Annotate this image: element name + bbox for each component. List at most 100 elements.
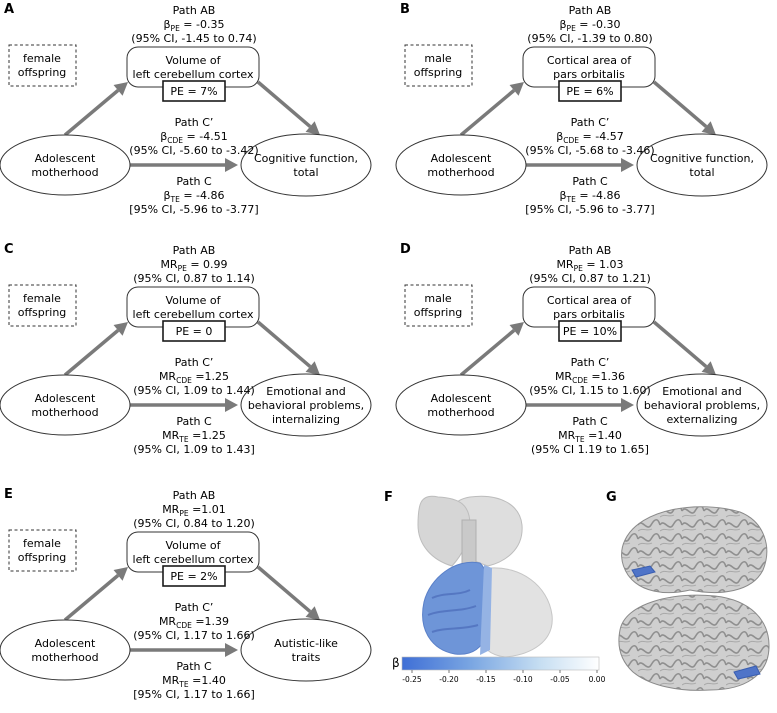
path-ab-title: Path AB: [173, 244, 216, 257]
mediator-label-line: left cerebellum cortex: [133, 68, 254, 81]
path-c-coefficient: MRTE =1.25: [162, 429, 226, 444]
offspring-label-line: offspring: [18, 306, 67, 319]
path-c-prime-title: Path C’: [175, 356, 214, 369]
arrow-c: [130, 158, 238, 172]
offspring-label-line: offspring: [18, 551, 67, 564]
exposure-ellipse: [0, 619, 131, 681]
offspring-label-line: female: [23, 537, 61, 550]
arrow-a: [63, 567, 128, 622]
path-c-prime-title: Path C’: [175, 116, 214, 129]
path-c-prime-coefficient: MRCDE =1.25: [159, 370, 229, 385]
mediator-label-line: Volume of: [165, 294, 221, 307]
arrow-b: [652, 320, 716, 375]
panel-label: F: [384, 490, 393, 505]
exposure-ellipse: [395, 134, 527, 196]
exposure-ellipse: [0, 134, 131, 196]
cerebellum-rendering: [417, 495, 553, 658]
mediator-label-line: Cortical area of: [547, 294, 632, 307]
path-c-title: Path C: [176, 660, 212, 673]
pe-box: [162, 80, 226, 102]
exposure-label-line: motherhood: [427, 406, 494, 419]
outcome-label-line: traits: [292, 651, 321, 664]
path-ab-title: Path AB: [173, 4, 216, 17]
path-c-prime-title: Path C’: [175, 601, 214, 614]
path-ab-ci: (95% CI, -1.39 to 0.80): [527, 32, 652, 45]
path-c-prime-ci: (95% CI, -5.60 to -3.42): [129, 144, 258, 157]
path-ab-title: Path AB: [173, 489, 216, 502]
path-c-ci: [95% CI, 1.17 to 1.66]: [133, 688, 254, 701]
colorbar-tick-label: -0.05: [550, 675, 570, 684]
pe-box: [558, 80, 622, 102]
colorbar-tick-label: -0.15: [476, 675, 496, 684]
exposure-label-line: Adolescent: [35, 637, 96, 650]
mediator-label-line: left cerebellum cortex: [133, 553, 254, 566]
path-ab-ci: (95% CI, 0.87 to 1.14): [133, 272, 254, 285]
arrow-c: [130, 398, 238, 412]
path-ab-ci: (95% CI, 0.84 to 1.20): [133, 517, 254, 530]
mediator-label-line: pars orbitalis: [553, 68, 625, 81]
mediator-label-line: Volume of: [165, 539, 221, 552]
path-ab-ci: (95% CI, 0.87 to 1.21): [529, 272, 650, 285]
path-ab-title: Path AB: [569, 244, 612, 257]
arrow-b: [256, 565, 320, 620]
outcome-ellipse: [240, 133, 372, 197]
panel-label: C: [4, 242, 14, 257]
arrow-c: [526, 398, 634, 412]
exposure-label-line: Adolescent: [431, 152, 492, 165]
path-c-prime-coefficient: MRCDE =1.36: [555, 370, 625, 385]
path-c-prime-coefficient: βCDE = -4.51: [160, 130, 227, 145]
outcome-ellipse: [240, 373, 372, 437]
offspring-box: [8, 44, 77, 87]
offspring-label-line: male: [424, 292, 452, 305]
pe-label: PE = 2%: [170, 570, 217, 583]
outcome-label-line: internalizing: [272, 413, 340, 426]
outcome-label-line: Cognitive function,: [650, 152, 754, 165]
offspring-label-line: female: [23, 52, 61, 65]
outcome-label-line: total: [293, 166, 318, 179]
pe-box: [162, 320, 226, 342]
pe-label: PE = 6%: [566, 85, 613, 98]
mediator-label-line: pars orbitalis: [553, 308, 625, 321]
panel-label: B: [400, 2, 410, 17]
cortex-medial-view: [618, 594, 770, 691]
arrow-a: [63, 322, 128, 377]
path-c-coefficient: βTE = -4.86: [559, 189, 620, 204]
path-c-prime-title: Path C’: [571, 116, 610, 129]
pars-orbitalis-highlight: [733, 665, 761, 680]
path-c-ci: (95% CI, 1.09 to 1.43]: [133, 443, 254, 456]
pe-box: [162, 565, 226, 587]
pe-label: PE = 10%: [563, 325, 617, 338]
cortex-lateral-view: [621, 506, 768, 594]
path-ab-coefficient: MRPE = 0.99: [160, 258, 227, 273]
offspring-box: [404, 44, 473, 87]
path-c-title: Path C: [176, 415, 212, 428]
outcome-ellipse: [636, 373, 768, 437]
offspring-label-line: female: [23, 292, 61, 305]
exposure-label-line: motherhood: [427, 166, 494, 179]
pe-box: [558, 320, 622, 342]
arrow-a: [63, 82, 128, 137]
path-c-prime-ci: (95% CI, 1.15 to 1.60): [529, 384, 650, 397]
exposure-label-line: motherhood: [31, 166, 98, 179]
outcome-label-line: behavioral problems,: [644, 399, 760, 412]
path-c-coefficient: βTE = -4.86: [163, 189, 224, 204]
exposure-label-line: motherhood: [31, 651, 98, 664]
exposure-ellipse: [395, 374, 527, 436]
pars-orbitalis-highlight: [631, 565, 656, 578]
path-c-prime-ci: (95% CI, 1.09 to 1.44): [133, 384, 254, 397]
panel-label: D: [400, 242, 411, 257]
outcome-label-line: total: [689, 166, 714, 179]
path-c-title: Path C: [572, 175, 608, 188]
path-c-coefficient: MRTE =1.40: [558, 429, 622, 444]
path-c-prime-coefficient: βCDE = -4.57: [556, 130, 623, 145]
path-c-title: Path C: [572, 415, 608, 428]
outcome-label-line: Emotional and: [266, 385, 345, 398]
path-ab-coefficient: MRPE =1.01: [162, 503, 226, 518]
arrow-c: [526, 158, 634, 172]
